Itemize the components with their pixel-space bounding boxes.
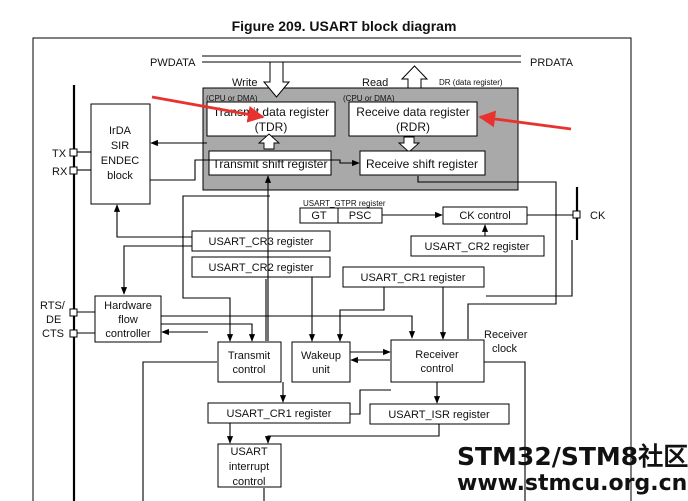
wakeup-line-1: Wakeup — [301, 350, 341, 362]
rts-pin-icon — [69, 308, 78, 317]
watermark-line-2: www.stmcu.org.cn — [457, 471, 687, 496]
wire-hwflow-rxctrl — [161, 315, 416, 339]
dr-note-label: DR (data register) — [439, 78, 503, 87]
wire-txctrl-left — [142, 361, 217, 501]
wire-rxctrl-right — [484, 361, 526, 501]
txctrl-line-1: Transmit — [228, 350, 270, 362]
tdr-to-tsr-arrow-icon — [257, 133, 281, 150]
wire-isr-interrupt — [264, 424, 440, 444]
pwdata-label: PWDATA — [150, 57, 196, 69]
tdr-label-1: Transmit data register — [213, 105, 329, 119]
irda-block — [90, 103, 151, 205]
wire-rsr-rxctrl — [417, 176, 557, 339]
wakeup-unit-block — [291, 341, 351, 383]
irda-line-2: SIR — [111, 140, 129, 152]
rsr-label: Receive shift register — [366, 157, 478, 171]
isr-label: USART_ISR register — [388, 409, 490, 421]
usart-cr1-register-top — [342, 266, 485, 288]
hwflow-line-3: controller — [105, 328, 151, 340]
irq-line-3: control — [232, 476, 265, 488]
cr2-left-label: USART_CR2 register — [209, 262, 314, 274]
rdr-label-1: Receive data register — [356, 105, 469, 119]
irda-line-4: block — [107, 170, 133, 182]
write-arrow-icon — [262, 61, 291, 98]
hardware-flow-controller — [94, 295, 162, 343]
rx-label: RX — [52, 166, 68, 178]
wire-ck-receiver — [486, 240, 573, 297]
irda-line-1: IrDA — [109, 125, 132, 137]
receiver-clock-line-2: clock — [492, 343, 518, 355]
wire-tsr-txctrl — [182, 195, 270, 342]
rdr-block — [348, 101, 478, 137]
rx-pin-icon — [69, 166, 78, 175]
ck-label: CK — [590, 210, 606, 222]
tx-pin-icon — [69, 148, 78, 157]
irq-line-2: interrupt — [229, 461, 269, 473]
irq-line-1: USART — [230, 446, 267, 458]
read-label: Read — [362, 77, 388, 89]
write-label: Write — [232, 77, 257, 89]
cr3-label: USART_CR3 register — [209, 236, 314, 248]
cr1-top-label: USART_CR1 register — [361, 272, 466, 284]
receive-shift-register — [359, 150, 486, 176]
rsr-to-rdr-arrow-icon — [397, 136, 421, 153]
wire-irda-rsr — [150, 159, 360, 181]
figure-title: Figure 209. USART block diagram — [231, 18, 457, 34]
wakeup-line-2: unit — [312, 364, 330, 376]
rdr-label-2: (RDR) — [396, 120, 430, 134]
de-label: DE — [46, 314, 61, 326]
psc-label: PSC — [349, 210, 372, 222]
rts-label: RTS/ — [40, 300, 66, 312]
red-arrow-tdr-icon — [151, 95, 265, 123]
rxctrl-line-1: Receiver — [415, 349, 459, 361]
cpu-dma-left-label: (CPU or DMA) — [206, 94, 258, 103]
receiver-control-block — [390, 339, 485, 383]
red-arrow-rdr-icon — [478, 110, 572, 131]
transmit-shift-register — [208, 150, 332, 176]
usart-cr2-register-left — [191, 256, 331, 278]
prdata-label: PRDATA — [530, 57, 574, 69]
usart-cr1-register-bottom — [207, 402, 351, 424]
ck-control-label: CK control — [459, 210, 510, 222]
watermark-line-1: STM32/STM8社区 — [457, 442, 688, 471]
tdr-label-2: (TDR) — [255, 120, 288, 134]
usart-cr2-register-right — [410, 235, 545, 257]
usart-cr3-register — [191, 230, 331, 252]
hwflow-line-2: flow — [118, 314, 138, 326]
wire-cr3-hwflow — [120, 245, 192, 295]
wire-cr1-wakeup — [336, 287, 385, 342]
hwflow-line-1: Hardware — [104, 300, 152, 312]
ck-pin-icon — [572, 210, 581, 219]
tsr-label: Transmit shift register — [213, 157, 328, 171]
rxctrl-line-2: control — [420, 363, 453, 375]
gt-label: GT — [311, 210, 327, 222]
wire-cr1-rx — [350, 389, 391, 415]
cr1-bottom-label: USART_CR1 register — [227, 408, 332, 420]
wire-cr3-irda — [113, 204, 192, 238]
txctrl-line-2: control — [232, 364, 265, 376]
receiver-clock-line-1: Receiver — [484, 329, 528, 341]
cts-pin-icon — [69, 329, 78, 338]
transmit-control-block — [217, 341, 282, 383]
read-arrow-icon — [400, 65, 429, 89]
cts-label: CTS — [42, 328, 64, 340]
cr2-right-label: USART_CR2 register — [425, 241, 530, 253]
cpu-dma-right-label: (CPU or DMA) — [343, 94, 395, 103]
gtpr-title: USART_GTPR register — [303, 199, 386, 208]
wire-hwflow-txctrl — [161, 323, 256, 342]
irda-line-3: ENDEC — [101, 155, 140, 167]
tx-label: TX — [52, 148, 67, 160]
usart-interrupt-control-block — [217, 443, 282, 488]
diagram-border — [32, 37, 632, 501]
